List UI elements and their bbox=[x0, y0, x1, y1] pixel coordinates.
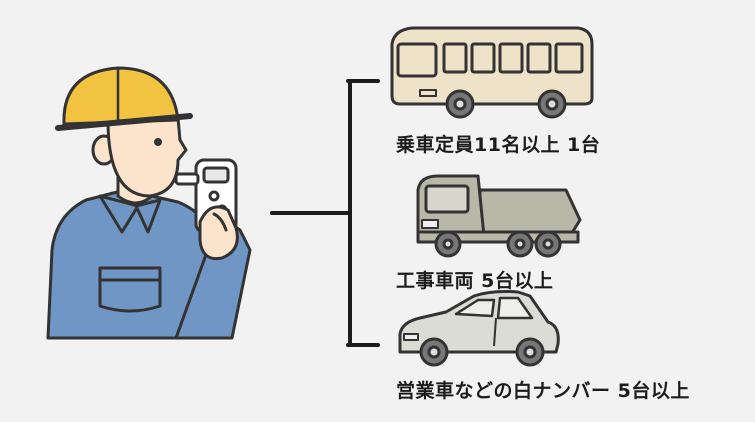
worker-with-breathalyzer-icon bbox=[46, 66, 252, 340]
bus-condition-label: 乗車定員11名以上 1台 bbox=[396, 134, 601, 156]
bracket-connector bbox=[270, 79, 380, 347]
dump-truck-icon bbox=[416, 174, 582, 258]
sedan-car-icon bbox=[398, 290, 560, 367]
bus-icon bbox=[390, 26, 594, 119]
truck-condition-label: 工事車両 5台以上 bbox=[396, 270, 554, 292]
car-condition-label: 営業車などの白ナンバー 5台以上 bbox=[396, 380, 690, 402]
